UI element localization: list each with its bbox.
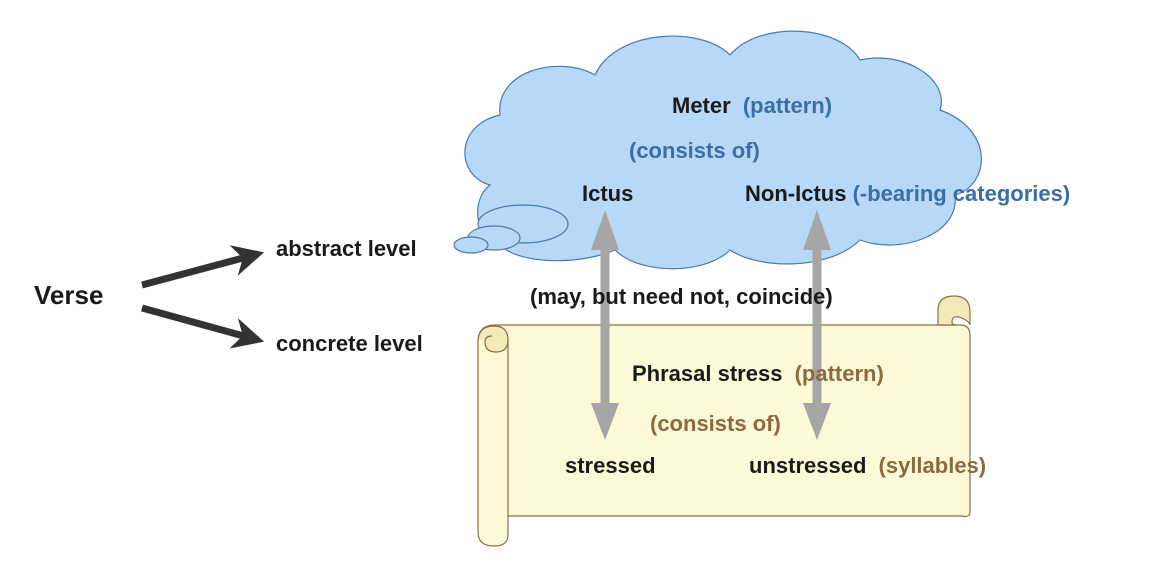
cloud-bubble-small <box>453 236 489 254</box>
arrow-to-concrete <box>141 304 265 349</box>
meter-line: Meter (pattern) <box>672 93 832 118</box>
categories-note: (-bearing categories) <box>853 181 1071 206</box>
concrete-level-label: concrete level <box>276 331 423 356</box>
unstressed-label: unstressed <box>749 453 866 478</box>
nonictus-line: Non-Ictus (-bearing categories) <box>745 181 1070 206</box>
meter-pattern-note: (pattern) <box>743 93 832 118</box>
meter-label: Meter <box>672 93 731 118</box>
scroll-consists-label: (consists of) <box>650 411 781 436</box>
unstressed-line: unstressed (syllables) <box>749 453 986 478</box>
arrow-to-abstract <box>141 245 265 289</box>
phrasal-pattern-note: (pattern) <box>795 361 884 386</box>
phrasal-line: Phrasal stress (pattern) <box>632 361 884 386</box>
ictus-label: Ictus <box>582 181 633 206</box>
nonictus-unstressed-arrow <box>803 210 831 440</box>
scroll-left-curl <box>477 325 509 353</box>
cloud-body <box>464 30 982 270</box>
scroll-right-curl <box>937 295 971 326</box>
phrasal-label: Phrasal stress <box>632 361 782 386</box>
nonictus-label: Non-Ictus <box>745 181 846 206</box>
abstract-level-label: abstract level <box>276 236 417 261</box>
thought-cloud <box>453 30 982 270</box>
syllables-note: (syllables) <box>879 453 987 478</box>
cloud-consists-label: (consists of) <box>629 138 760 163</box>
ictus-stressed-arrow <box>591 210 619 440</box>
coincide-label: (may, but need not, coincide) <box>530 284 833 309</box>
stressed-label: stressed <box>565 453 656 478</box>
verse-label: Verse <box>34 280 103 310</box>
